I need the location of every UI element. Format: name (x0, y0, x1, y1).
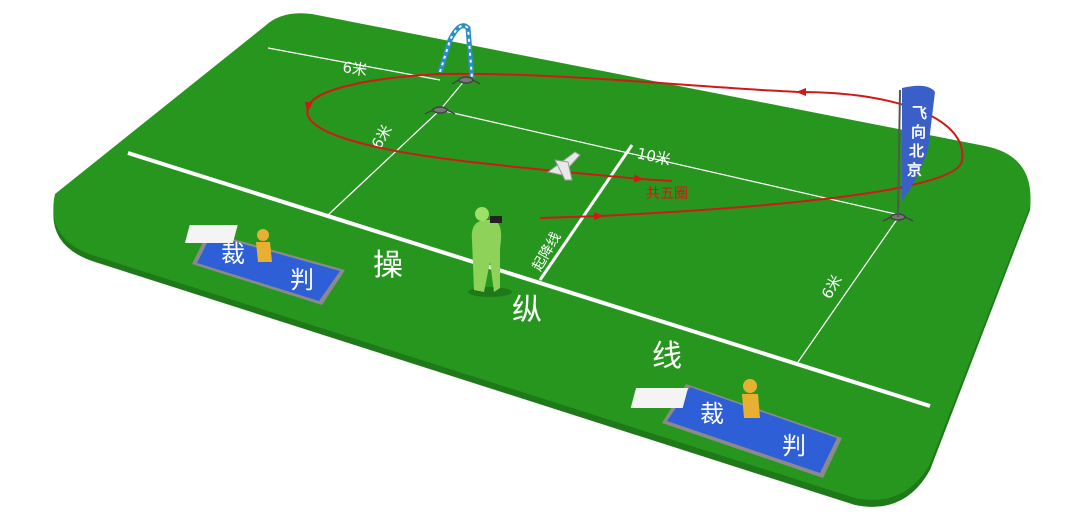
judge-right-char-1: 裁 (700, 400, 724, 428)
judge-area-left: 裁 判 (184, 225, 345, 305)
arch-gate-icon (437, 23, 475, 79)
feather-flag: 飞 向 北 京 (897, 85, 935, 218)
judge-left-char-2: 判 (290, 266, 314, 294)
pilot-figure-icon (468, 207, 512, 297)
control-line-char-2: 纵 (512, 293, 542, 328)
top-reference-line (267, 47, 441, 81)
judge-table-right (630, 388, 689, 408)
pylon-line (439, 109, 901, 216)
flag-char-1: 飞 (912, 104, 927, 122)
airplane-icon (546, 151, 581, 181)
control-line-char-3: 线 (652, 339, 682, 374)
judge-table-left (184, 225, 238, 243)
grass-field (53, 13, 1031, 500)
field-lines (127, 47, 931, 408)
judge-figure-icon (257, 229, 269, 241)
control-line-char-1: 操 (373, 248, 403, 283)
flag-char-4: 京 (907, 161, 922, 179)
judge-right-char-2: 判 (782, 432, 806, 460)
control-line (127, 151, 931, 408)
laps-label: 共五圈 (646, 186, 688, 202)
flag-char-3: 北 (909, 142, 924, 160)
judge-area-right: 裁 判 (630, 379, 842, 478)
right-vertical-line (797, 214, 901, 363)
left-vertical-line (327, 109, 441, 216)
takeoff-line (538, 144, 634, 281)
judge-left-char-1: 裁 (221, 240, 245, 268)
flight-path (304, 72, 964, 221)
judge-figure-icon (743, 379, 757, 393)
flag-char-2: 向 (911, 123, 926, 141)
dim-top-label: 6米 (341, 58, 368, 79)
